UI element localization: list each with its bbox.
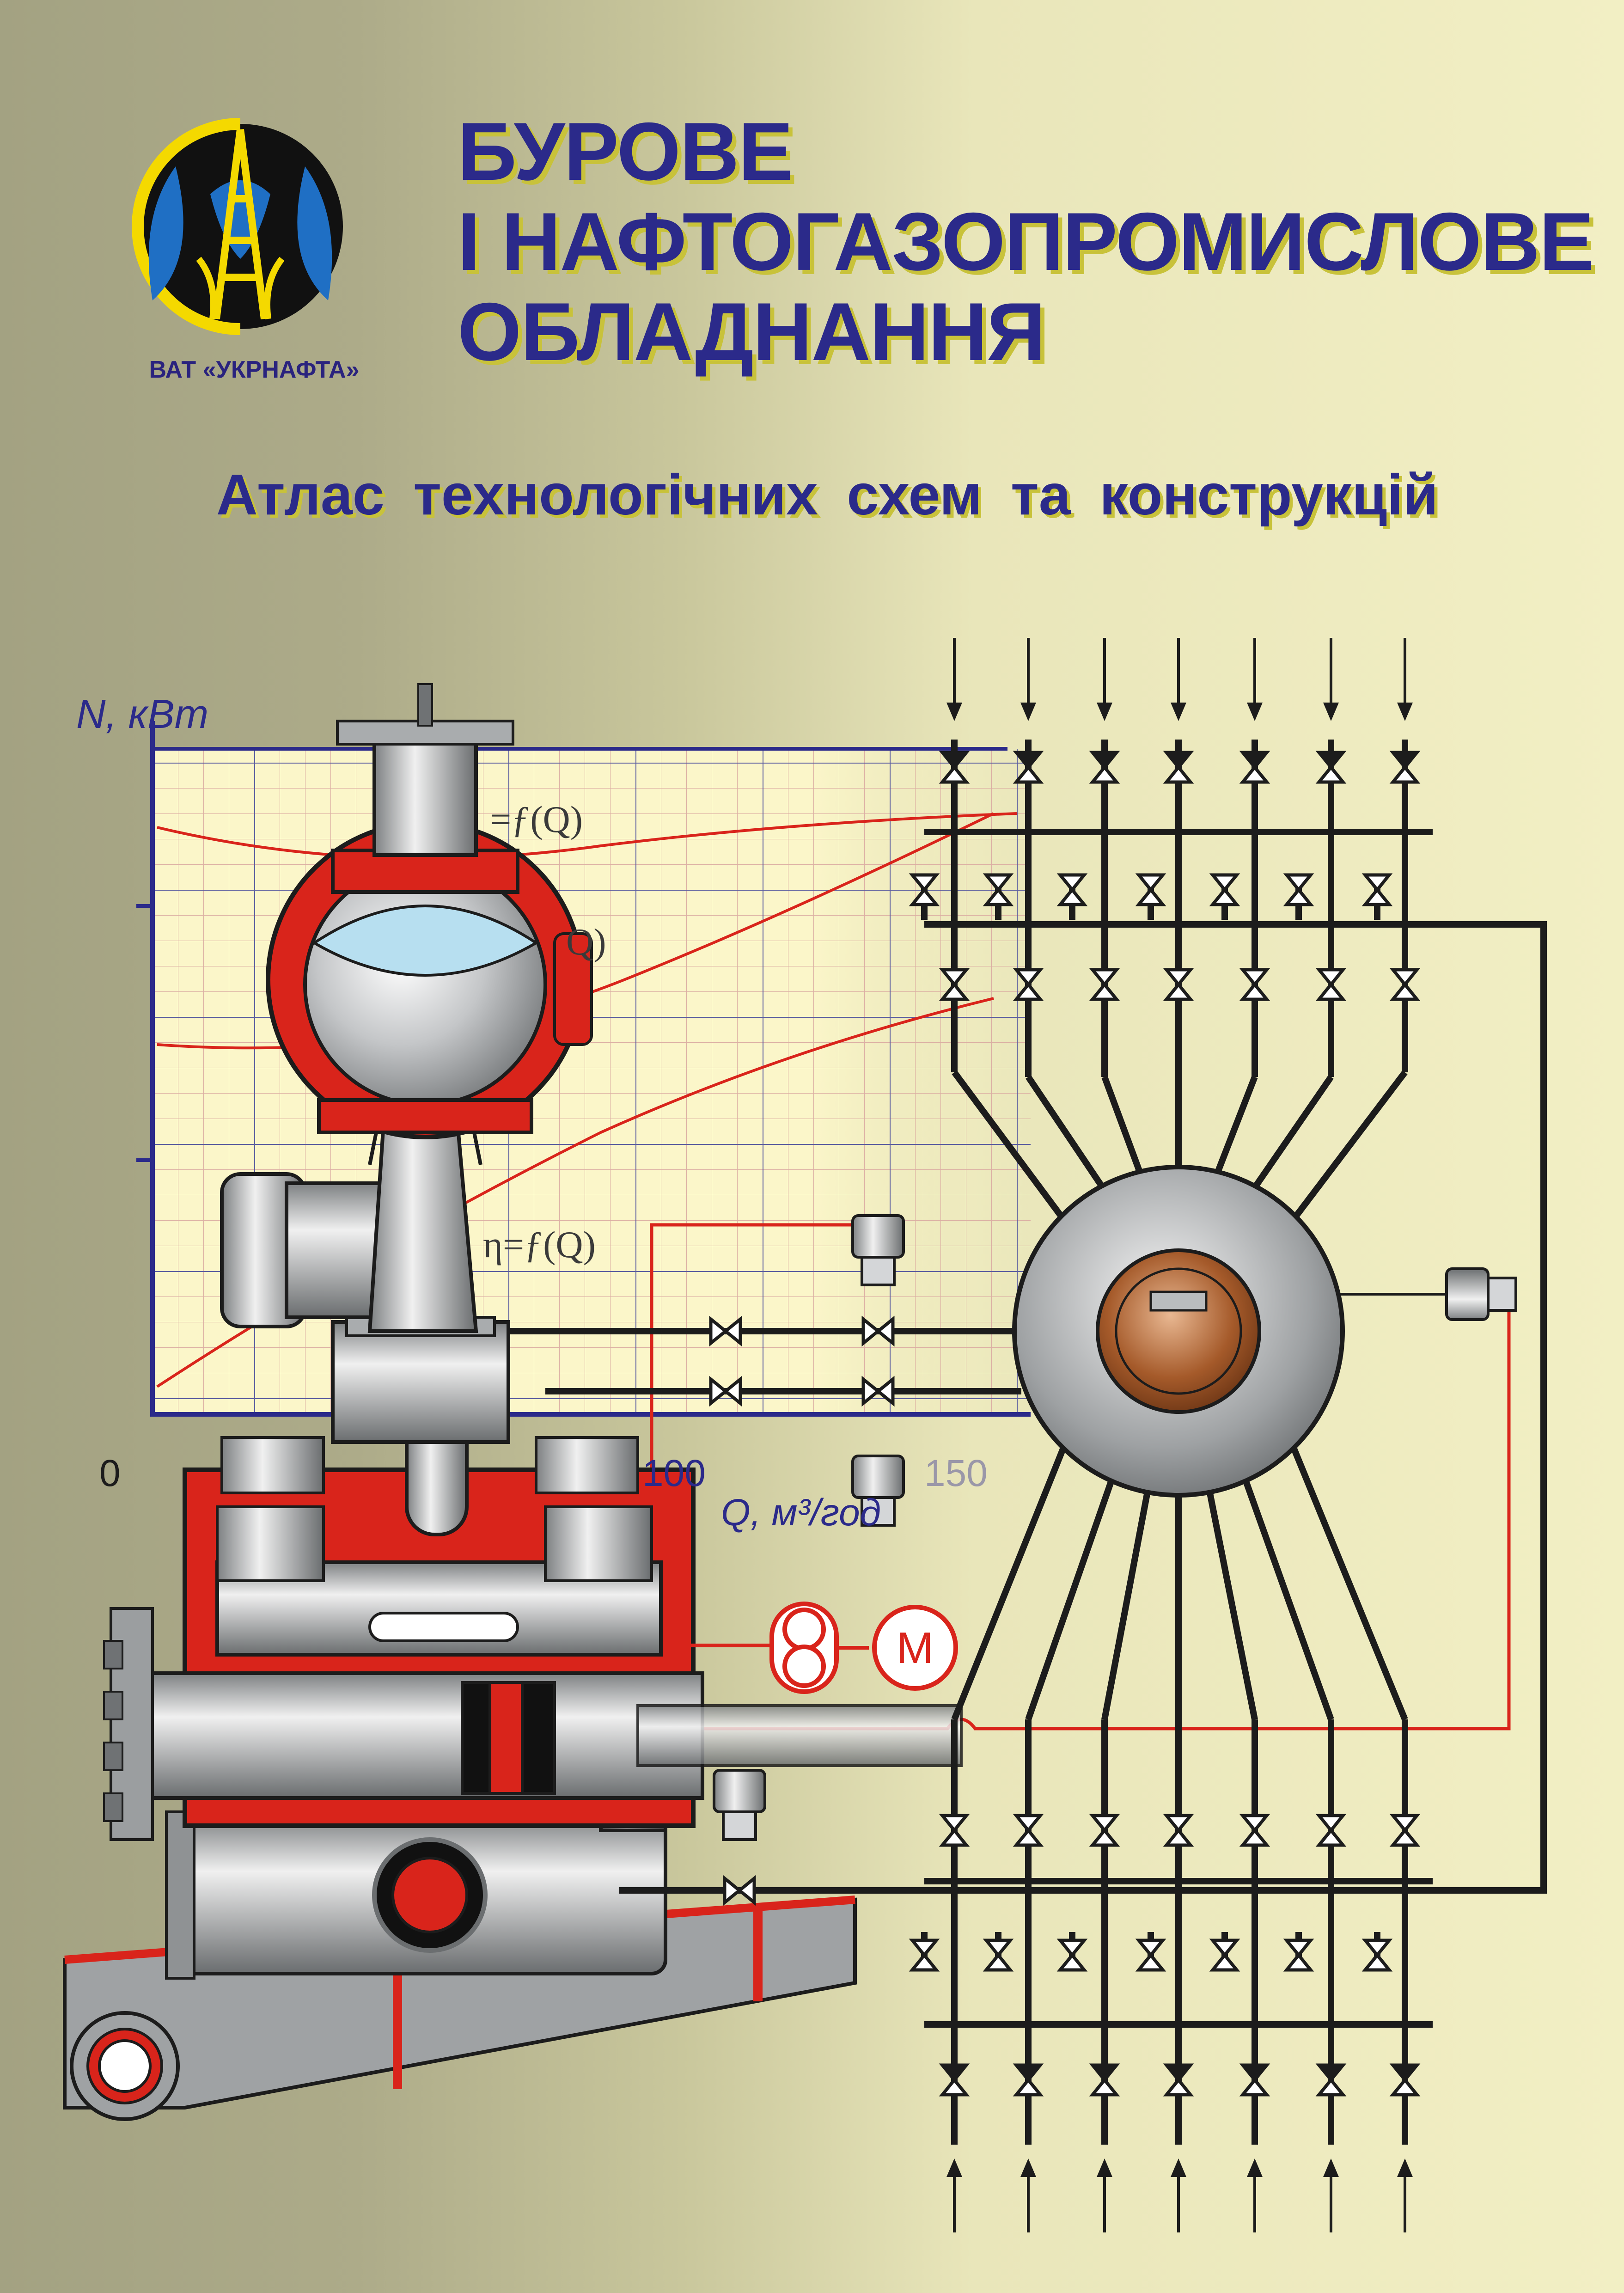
air-chamber <box>220 683 593 1444</box>
title-line-3: ОБЛАДНАННЯ <box>458 286 1046 378</box>
pump-fluid-end <box>103 1385 963 1841</box>
chart-x-axis-label: Q, м³/год <box>721 1492 881 1534</box>
flow-arrows <box>946 703 1413 2177</box>
motor-label: M <box>897 1623 934 1673</box>
ukrnafta-logo <box>131 118 343 335</box>
chart-x-tick-0: 0 <box>99 1452 121 1494</box>
title-line-2: І НАФТОГАЗОПРОМИСЛОВЕ <box>458 196 1594 287</box>
book-title: БУРОВЕ І НАФТОГАЗОПРОМИСЛОВЕ ОБЛАДНАННЯ <box>458 105 1594 378</box>
distribution-manifold <box>1012 1165 1516 1498</box>
title-line-1: БУРОВЕ <box>458 105 793 197</box>
motor-symbol <box>872 1605 958 1691</box>
chart-curve-label-1: =ƒ(Q) <box>490 798 583 840</box>
chart-curve-label-3: η=ƒ(Q) <box>483 1223 596 1266</box>
chart-x-tick-100: 100 <box>642 1452 706 1494</box>
book-subtitle: Атлас технологічних схем та конструкцій <box>216 463 1438 527</box>
chart-y-axis-label: N, кВт <box>76 691 208 737</box>
chart-x-tick-150: 150 <box>924 1452 988 1494</box>
chart-curve-label-2: Q) <box>566 921 606 963</box>
publisher-name: ВАТ «УКРНАФТА» <box>149 356 360 383</box>
lubrication-pump <box>670 1602 958 1694</box>
